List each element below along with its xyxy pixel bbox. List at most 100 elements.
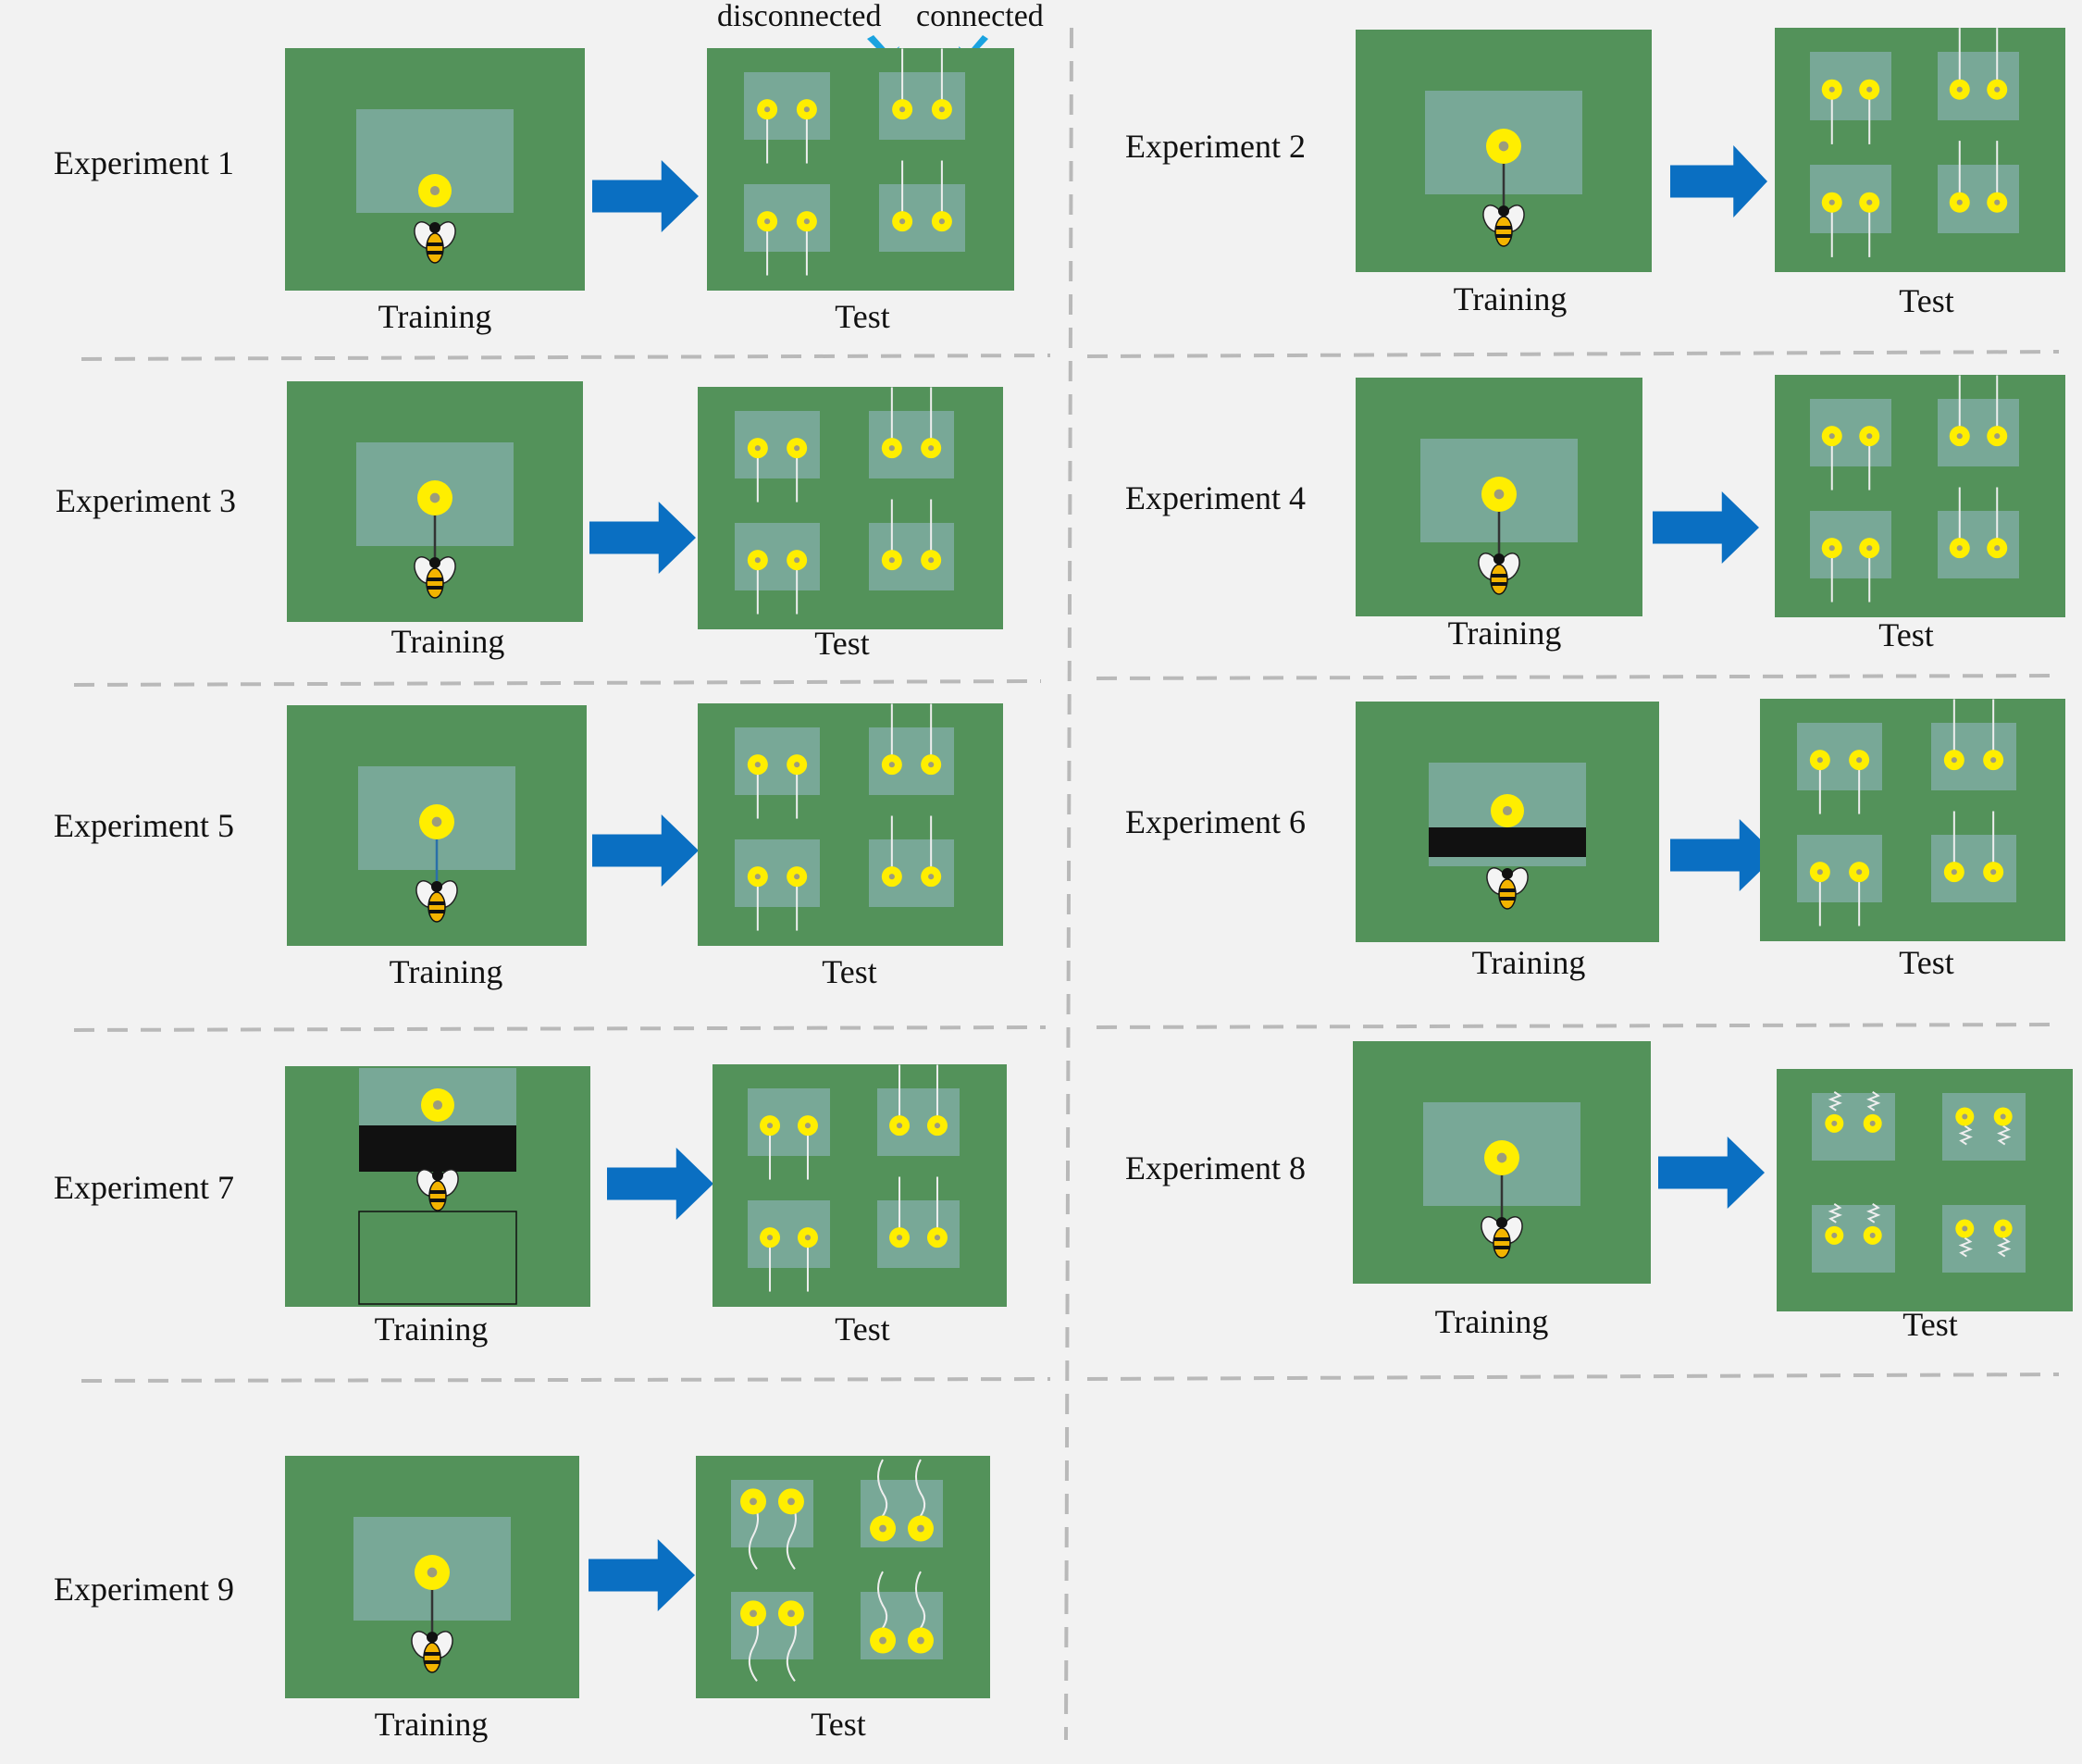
bee-head-icon	[431, 881, 442, 892]
test-panel	[731, 1592, 813, 1659]
flower-center-icon	[938, 218, 945, 225]
flower-center-icon	[917, 1524, 924, 1533]
bee-icon	[411, 1631, 453, 1673]
disconnected-label: disconnected	[717, 0, 882, 33]
test-panel	[1812, 1205, 1895, 1273]
bee-stripe-icon	[424, 1652, 440, 1656]
flower-center-icon	[803, 106, 810, 113]
flower-center-icon	[794, 762, 800, 768]
flower-center-icon	[1866, 86, 1873, 93]
bee-icon	[1481, 1216, 1523, 1259]
wavy-string	[914, 1459, 926, 1522]
flower-center-icon	[794, 445, 800, 452]
horizontal-divider	[1086, 1373, 2060, 1381]
training-label: Training	[1472, 944, 1586, 981]
training-label: Training	[375, 1311, 489, 1348]
flower-center-icon	[1828, 199, 1835, 205]
flower-center-icon	[432, 1099, 443, 1111]
horizontal-divider	[81, 354, 1051, 361]
flower-center-icon	[928, 874, 935, 880]
test-panel	[1931, 723, 2016, 790]
bee-icon	[414, 556, 456, 599]
bee-stripe-icon	[428, 251, 442, 255]
flower-center-icon	[1493, 489, 1505, 500]
experiment-label: Experiment 8	[1125, 1149, 1306, 1186]
flower-center-icon	[938, 106, 945, 113]
bee-stripe-icon	[1494, 1246, 1509, 1249]
test-panel	[879, 184, 965, 252]
test-panel	[744, 72, 830, 140]
bee-icon	[1478, 553, 1520, 595]
test-panel	[1942, 1205, 2026, 1273]
flower-center-icon	[888, 445, 895, 452]
bee-body-icon	[1494, 216, 1513, 247]
flower-center-icon	[431, 816, 442, 827]
test-panel	[1810, 52, 1891, 120]
training-label: Training	[378, 298, 492, 335]
transition-arrow-icon	[1658, 1137, 1765, 1209]
flower-center-icon	[1951, 869, 1957, 876]
test-panel	[735, 839, 820, 907]
flower-center-icon	[1994, 199, 2001, 205]
bee-stripe-icon	[428, 901, 445, 905]
flower-center-icon	[764, 106, 771, 113]
bee-head-icon	[429, 557, 440, 568]
coiled-string	[1866, 1091, 1881, 1112]
horizontal-divider	[73, 679, 1042, 687]
bee-body-icon	[428, 891, 446, 923]
flower-center-icon	[1866, 433, 1873, 440]
horizontal-divider	[81, 1377, 1051, 1383]
bee-stripe-icon	[427, 242, 443, 246]
transition-arrow-icon	[1670, 145, 1767, 217]
flower-center-icon	[2000, 1113, 2006, 1120]
transition-arrow-icon	[592, 160, 699, 232]
flower-center-icon	[1856, 869, 1863, 876]
flower-center-icon	[1866, 545, 1873, 552]
bee-stripe-icon	[427, 578, 443, 581]
bee-stripe-icon	[1500, 897, 1515, 901]
experiment-label: Experiment 2	[1125, 128, 1306, 165]
flower-center-icon	[888, 557, 895, 564]
test-label: Test	[1899, 944, 1953, 981]
bee-icon	[416, 1169, 459, 1211]
flower-center-icon	[794, 557, 800, 564]
horizontal-divider	[1096, 674, 2060, 680]
bee-stripe-icon	[429, 910, 444, 913]
test-panel	[869, 839, 954, 907]
flower-center-icon	[787, 1609, 795, 1618]
test-label: Test	[822, 953, 876, 990]
test-panel	[861, 1592, 943, 1659]
flower-center-icon	[754, 762, 761, 768]
test-panel	[1938, 52, 2019, 120]
flower-center-icon	[1816, 757, 1823, 764]
bee-body-icon	[1493, 1227, 1511, 1259]
flower-center-icon	[750, 1497, 757, 1506]
flower-center-icon	[1502, 805, 1513, 816]
flower-center-icon	[1831, 1120, 1838, 1126]
flower-center-icon	[803, 218, 810, 225]
flower-center-icon	[766, 1123, 774, 1129]
training-label: Training	[391, 623, 505, 660]
test-panel	[877, 1088, 960, 1156]
flower-center-icon	[934, 1123, 941, 1129]
flower-center-icon	[804, 1235, 812, 1241]
test-panel	[1797, 835, 1882, 902]
flower-center-icon	[879, 1636, 886, 1645]
experiment-label: Experiment 4	[1125, 479, 1306, 516]
connected-label: connected	[916, 0, 1044, 33]
flower-center-icon	[928, 445, 935, 452]
flower-center-icon	[1828, 433, 1835, 440]
test-panel	[735, 727, 820, 795]
flower-center-icon	[750, 1609, 757, 1618]
flower-center-icon	[754, 557, 761, 564]
test-label: Test	[814, 625, 869, 662]
flower-center-icon	[1951, 757, 1957, 764]
flower-center-icon	[1869, 1120, 1876, 1126]
flower-center-icon	[754, 445, 761, 452]
wavy-string	[914, 1571, 926, 1634]
bee-head-icon	[1498, 205, 1509, 217]
